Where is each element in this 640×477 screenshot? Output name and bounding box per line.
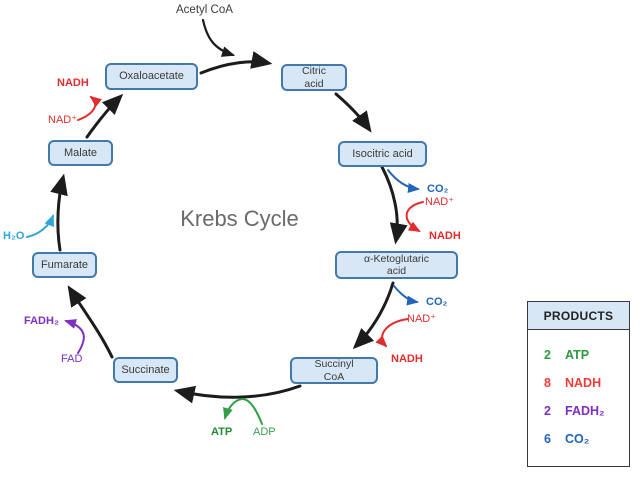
arrow-isocitric-to-ketoglutaric xyxy=(380,165,408,245)
product-name: FADH₂ xyxy=(565,404,605,418)
arrow-oxaloacetate-to-citric xyxy=(199,51,273,75)
nadh-label-ketoglutaric-step: NADH xyxy=(391,353,423,365)
nad-label-ketoglutaric-step: NAD⁺ xyxy=(407,313,437,325)
product-row-nadh: 8 NADH xyxy=(528,376,629,390)
adp-label: ADP xyxy=(253,426,276,438)
arrow-succinyl-to-succinate xyxy=(173,384,302,404)
product-row-fadh2: 2 FADH₂ xyxy=(528,404,629,418)
node-oxaloacetate: Oxaloacetate xyxy=(105,63,198,90)
arrow-fad-to-fadh2 xyxy=(64,319,85,354)
diagram-title: Krebs Cycle xyxy=(180,206,299,231)
products-list: 2 ATP 8 NADH 2 FADH₂ 6 CO₂ xyxy=(528,330,629,466)
nadh-label-malate-step: NADH xyxy=(57,77,89,89)
node-isocitric-acid: Isocitric acid xyxy=(338,141,427,167)
nad-label-isocitric-step: NAD⁺ xyxy=(425,196,455,208)
node-malate: Malate xyxy=(48,140,113,166)
product-row-atp: 2 ATP xyxy=(528,348,629,362)
product-count: 6 xyxy=(544,432,551,446)
product-name: CO₂ xyxy=(565,432,590,446)
node-succinate: Succinate xyxy=(113,357,178,383)
product-name: ATP xyxy=(565,348,590,362)
co2-label-ketoglutaric-step: CO₂ xyxy=(426,296,448,308)
arrow-acetyl-coa-input xyxy=(201,18,236,57)
arrow-nad-to-nadh-left xyxy=(77,95,102,121)
product-name: NADH xyxy=(565,376,602,390)
arrow-malate-to-oxaloacetate xyxy=(85,93,124,139)
arrow-fumarate-to-malate xyxy=(50,173,68,252)
products-panel: PRODUCTS 2 ATP 8 NADH 2 FADH₂ 6 CO₂ xyxy=(527,301,630,467)
arrow-co2-release-1 xyxy=(387,169,420,193)
co2-label-isocitric-step: CO₂ xyxy=(427,183,449,195)
node-succinyl-coa: Succinyl CoA xyxy=(290,357,378,384)
node-citric-acid: Citric acid xyxy=(281,64,347,91)
node-alpha-ketoglutaric-acid: α-Ketoglutaric acid xyxy=(335,251,458,279)
nad-label-malate-step: NAD⁺ xyxy=(48,114,78,126)
arrow-adp-to-atp xyxy=(223,397,263,425)
products-header: PRODUCTS xyxy=(528,302,629,330)
nadh-label-isocitric-step: NADH xyxy=(429,230,461,242)
arrow-nad-to-nadh-1 xyxy=(405,201,424,233)
arrow-succinate-to-fumarate xyxy=(67,285,114,359)
arrow-h2o-input xyxy=(26,214,54,238)
fad-label: FAD xyxy=(61,353,83,365)
h2o-label: H₂O xyxy=(3,230,25,242)
acetyl-coa-label: Acetyl CoA xyxy=(176,4,233,16)
arrow-citric-to-isocitric xyxy=(334,92,372,133)
arrow-co2-release-2 xyxy=(393,285,419,306)
product-count: 2 xyxy=(544,348,551,362)
product-count: 8 xyxy=(544,376,551,390)
arrow-nad-to-nadh-2 xyxy=(375,318,409,348)
fadh2-label: FADH₂ xyxy=(24,315,59,327)
node-fumarate: Fumarate xyxy=(32,252,97,278)
atp-label: ATP xyxy=(211,426,233,438)
arrow-ketoglutaric-to-succinyl xyxy=(352,281,395,350)
product-count: 2 xyxy=(544,404,551,418)
product-row-co2: 6 CO₂ xyxy=(528,432,629,446)
